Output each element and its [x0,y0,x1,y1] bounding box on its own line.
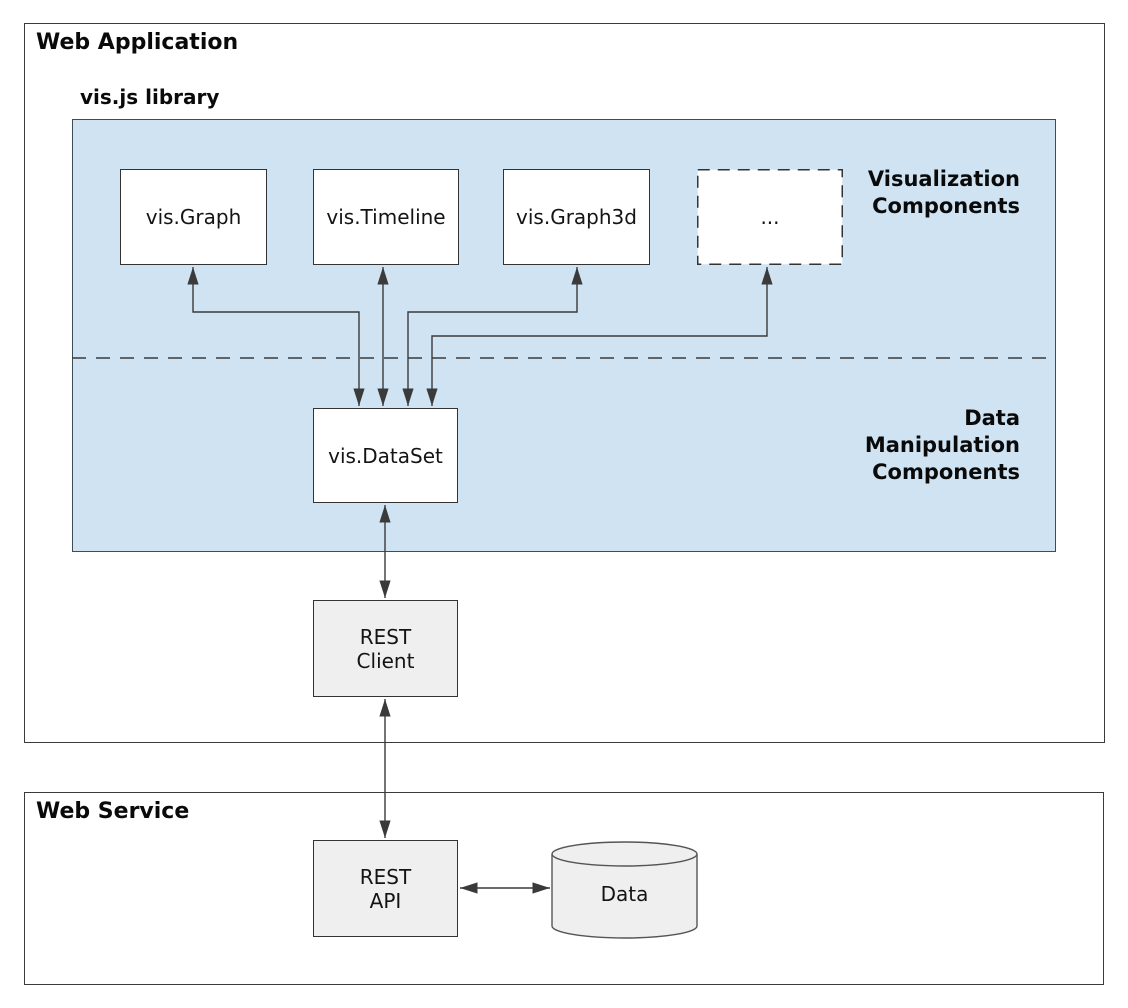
connector-graph-dataset [187,267,365,406]
database-cylinder [551,841,698,939]
node-vis-dataset: vis.DataSet [313,408,458,503]
web-application-panel [24,23,1105,743]
node-vis-graph3d: vis.Graph3d [503,169,650,265]
connector-placeholder-dataset [426,267,773,406]
data-manipulation-components-label: Data Manipulation Components [864,406,1020,484]
database-label: Data [600,882,649,906]
node-vis-graph: vis.Graph [120,169,267,265]
node-vis-timeline: vis.Timeline [313,169,459,265]
node-rest-client: REST Client [313,600,458,697]
placeholder-component-dashed-box [697,169,843,265]
web-service-title: Web Service [36,799,190,824]
visualization-components-label: Visualization Components [867,167,1020,218]
node-more-placeholder: ... [760,205,780,229]
node-rest-api: REST API [313,840,458,937]
web-application-title: Web Application [36,30,239,55]
web-service-panel [24,792,1104,985]
visjs-library-title: vis.js library [80,85,220,109]
